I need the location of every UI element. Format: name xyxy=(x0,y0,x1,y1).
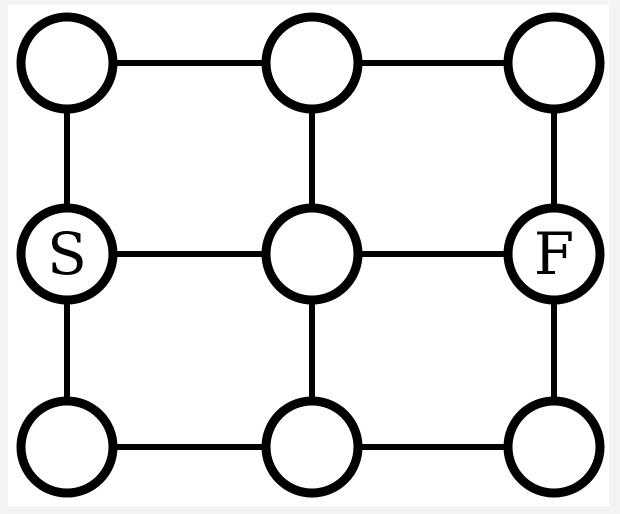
node-label: S xyxy=(47,220,87,288)
node-label: F xyxy=(534,220,574,288)
node-circle xyxy=(16,12,118,114)
node-circle xyxy=(503,203,605,305)
node-n10: S xyxy=(16,203,118,305)
node-n22 xyxy=(503,396,605,498)
node-n12: F xyxy=(503,203,605,305)
node-circle xyxy=(261,12,363,114)
node-n02 xyxy=(503,12,605,114)
node-n20 xyxy=(16,396,118,498)
node-n00 xyxy=(16,12,118,114)
node-n11 xyxy=(261,203,363,305)
node-circle xyxy=(16,396,118,498)
node-circle xyxy=(503,396,605,498)
node-n01 xyxy=(261,12,363,114)
node-circle xyxy=(261,396,363,498)
node-circle xyxy=(261,203,363,305)
node-circle xyxy=(16,203,118,305)
node-n21 xyxy=(261,396,363,498)
node-circle xyxy=(503,12,605,114)
